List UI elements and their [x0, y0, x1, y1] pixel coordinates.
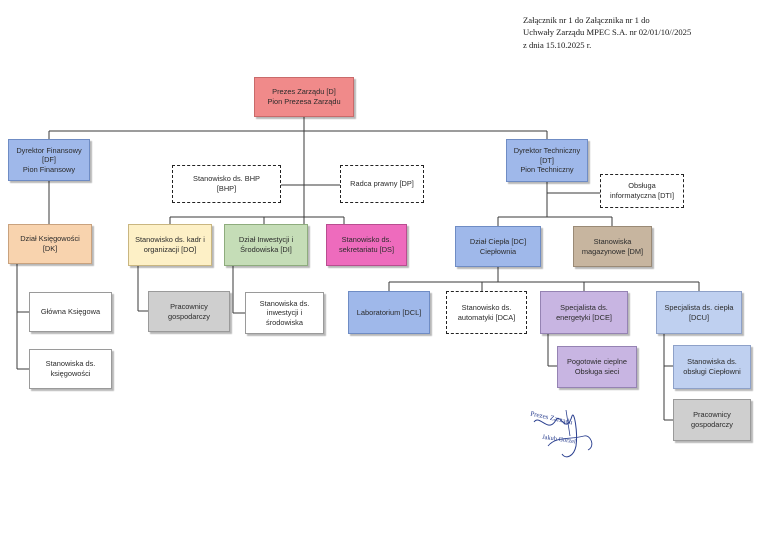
node-text: Pion Prezesa Zarządu — [267, 97, 341, 106]
node-text: magazynowe [DM] — [581, 246, 644, 256]
node-text: [DF] — [42, 155, 56, 165]
signature-stamp: Prezes Zarządu Jakub Gorzel — [526, 406, 612, 466]
node-dyrektor-techniczny: Dyrektor Techniczny [DT] Pion Techniczny — [506, 139, 588, 182]
node-text: Stanowiska ds. — [259, 298, 310, 308]
node-text: Dyrektor Techniczny — [513, 146, 581, 156]
node-text: Stanowisko ds. kadr i — [135, 235, 205, 245]
node-text: Radca prawny [DP] — [350, 179, 414, 189]
signature-scribble-icon — [533, 409, 593, 458]
node-text: Obsługa — [628, 181, 656, 191]
node-stanowiska-inwestycji: Stanowiska ds. inwestycji i środowiska — [245, 292, 324, 334]
node-energetyk: Specjalista ds. energetyki [DCE] — [540, 291, 628, 334]
node-text: Dyrektor Finansowy — [16, 145, 82, 155]
node-laboratorium: Laboratorium [DCL] — [348, 291, 430, 334]
document-header: Załącznik nr 1 do Załącznika nr 1 do Uch… — [523, 14, 691, 51]
node-inwestycje: Dział Inwestycji i Środowiska [DI] — [224, 224, 308, 266]
node-text: Główna Księgowa — [40, 307, 101, 317]
node-dzial-ksiegowosci: Dział Księgowości [DK] — [8, 224, 92, 264]
node-text: Prezes Zarządu [D] — [272, 87, 336, 97]
node-text: Pracownicy — [170, 301, 208, 311]
node-text: Pracownicy — [693, 410, 731, 420]
node-text: [DCU] — [688, 312, 710, 322]
node-magazyn: Stanowiska magazynowe [DM] — [573, 226, 652, 267]
node-radca: Radca prawny [DP] — [340, 165, 424, 203]
header-line-2: Uchwały Zarządu MPEC S.A. nr 02/01/10//2… — [523, 27, 692, 38]
node-dzial-ciepla: Dział Ciepła [DC] Ciepłownia — [455, 226, 541, 267]
node-specjalista-ciepla: Specjalista ds. ciepła [DCU] — [656, 291, 742, 334]
node-text: Specjalista ds. ciepła — [664, 302, 734, 312]
node-text: Pion Techniczny — [520, 165, 574, 175]
node-text: Stanowiska ds. — [45, 359, 96, 369]
node-text: Stanowiska ds. — [687, 357, 737, 367]
node-text: środowiska — [266, 317, 303, 327]
node-text: organizacji [DO] — [143, 245, 197, 254]
node-text: Stanowisko ds. — [341, 235, 392, 245]
node-text: Dział Ciepła [DC] — [469, 236, 527, 246]
node-text: automatyki [DCA] — [457, 312, 516, 322]
node-kadry: Stanowisko ds. kadr i organizacji [DO] — [128, 224, 212, 266]
node-prezes: Prezes Zarządu [D] Pion Prezesa Zarządu — [254, 77, 354, 117]
node-text: [BHP] — [216, 184, 237, 193]
node-text: Środowiska [DI] — [240, 245, 292, 254]
node-text: gospodarczy — [691, 420, 733, 429]
node-text: Ciepłownia — [479, 246, 517, 256]
node-text: energetyki [DCE] — [556, 312, 612, 322]
node-glowna-ksiegowa: Główna Księgowa — [29, 292, 112, 332]
node-automatyka: Stanowisko ds. automatyki [DCA] — [446, 291, 527, 334]
node-text: [DK] — [42, 244, 58, 253]
node-pracownicy-gospodarczy-1: Pracownicy gospodarczy — [148, 291, 230, 332]
node-text: inwestycji i — [266, 308, 303, 318]
node-text: Stanowisko ds. BHP — [193, 174, 260, 184]
node-text: Dział Księgowości — [20, 234, 80, 244]
node-text: Pogotowie cieplne — [567, 357, 627, 367]
node-pogotowie: Pogotowie cieplne Obsługa sieci — [557, 346, 637, 388]
node-text: Dział Inwestycji i — [238, 235, 294, 245]
node-text: Laboratorium [DCL] — [356, 307, 422, 317]
node-text: Specjalista ds. — [560, 302, 608, 312]
node-text: gospodarczy — [168, 311, 210, 321]
node-stanowiska-ksiegowosci: Stanowiska ds. księgowości — [29, 349, 112, 389]
node-text: [DT] — [540, 155, 554, 165]
node-obsluga-cieplowni: Stanowiska ds. obsługi Ciepłowni — [673, 345, 751, 389]
node-text: sekretariatu [DS] — [338, 245, 395, 254]
header-line-1: Załącznik nr 1 do Załącznika nr 1 do — [523, 15, 650, 25]
node-text: informatyczna [DTI] — [609, 191, 675, 200]
node-text: Stanowisko ds. — [461, 302, 512, 312]
node-obsluga-it: Obsługa informatyczna [DTI] — [600, 174, 684, 208]
header-line-3: z dnia 15.10.2025 r. — [523, 39, 592, 50]
node-sekretariat: Stanowisko ds. sekretariatu [DS] — [326, 224, 407, 266]
node-pracownicy-gospodarczy-2: Pracownicy gospodarczy — [673, 399, 751, 441]
node-text: Obsługa sieci — [574, 367, 620, 376]
node-text: księgowości — [50, 369, 91, 378]
node-dyrektor-finansowy: Dyrektor Finansowy [DF] Pion Finansowy — [8, 139, 90, 181]
node-bhp: Stanowisko ds. BHP [BHP] — [172, 165, 281, 203]
node-text: obsługi Ciepłowni — [683, 367, 741, 376]
node-text: Stanowiska — [593, 236, 632, 246]
node-text: Pion Finansowy — [22, 164, 76, 174]
